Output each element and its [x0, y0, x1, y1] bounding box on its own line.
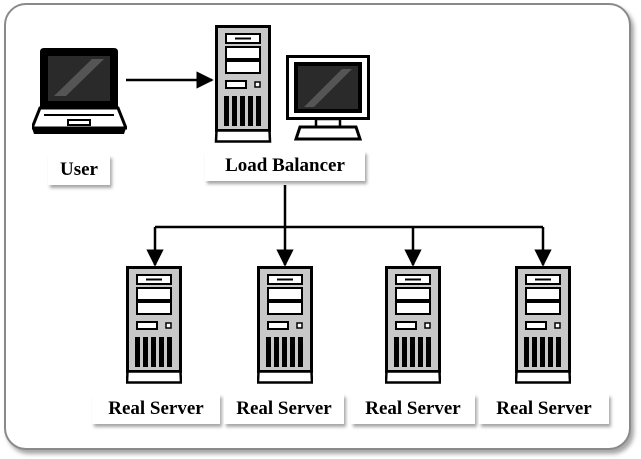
- real-server-icon-2: [257, 266, 313, 384]
- real-server-label-3: Real Server: [351, 394, 475, 424]
- real-server-label-4: Real Server: [479, 394, 609, 424]
- real-server-label-2: Real Server: [224, 394, 344, 424]
- user-label: User: [48, 155, 110, 185]
- real-server-icon-3: [385, 266, 441, 384]
- real-server-label-1: Real Server: [92, 394, 220, 424]
- load-balancer-server-icon: [214, 25, 272, 143]
- monitor-icon: [286, 55, 370, 141]
- load-balancer-label: Load Balancer: [205, 151, 365, 181]
- edges-load-balancer-to-servers: [146, 185, 552, 267]
- real-server-icon-4: [515, 266, 571, 384]
- real-server-icon-1: [126, 266, 182, 384]
- laptop-icon: [32, 48, 127, 136]
